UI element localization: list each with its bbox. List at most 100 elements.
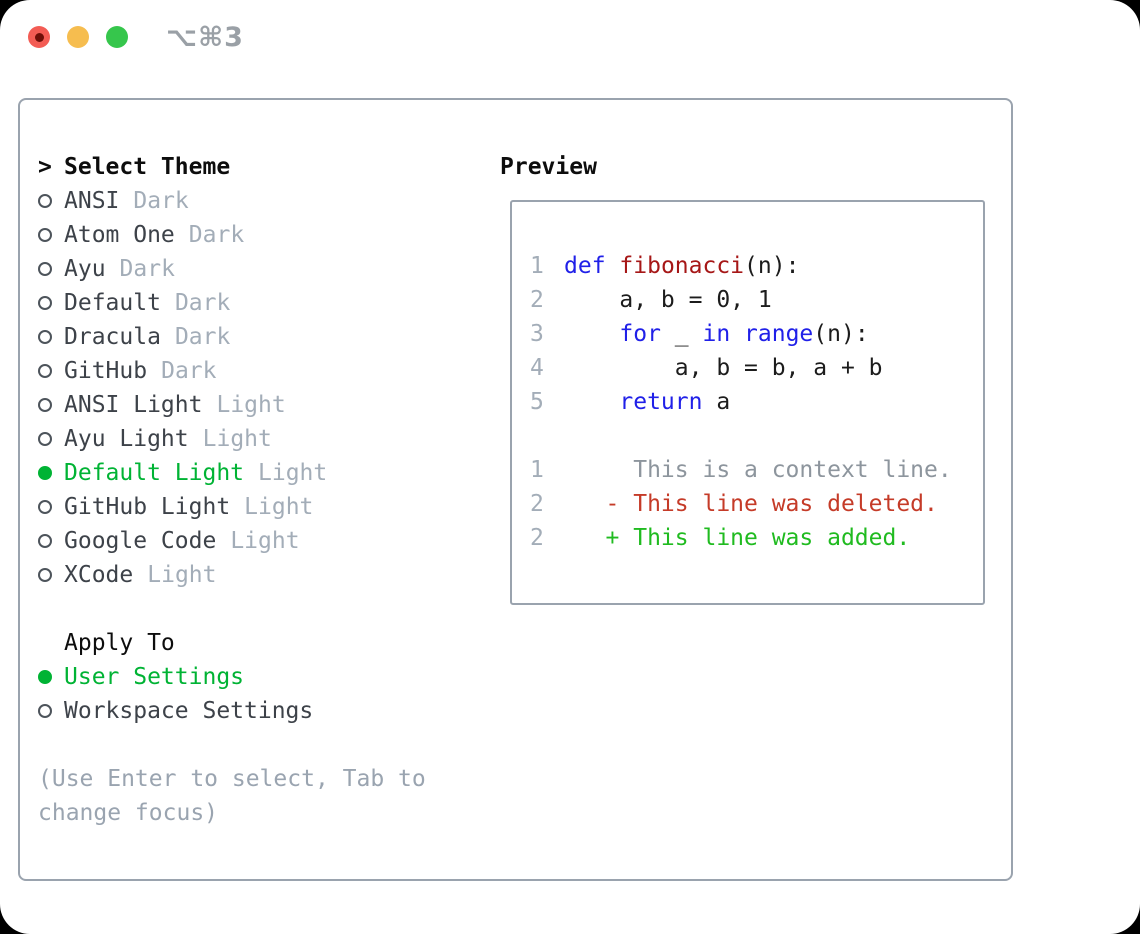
theme-list-item[interactable]: GitHub Light Light	[38, 490, 1011, 524]
radio-unselected-icon	[38, 432, 52, 446]
line-text: def fibonacci(n):	[564, 253, 799, 279]
theme-name: Atom One	[64, 222, 175, 248]
maximize-button[interactable]	[106, 26, 128, 48]
minimize-button[interactable]	[67, 26, 89, 48]
code-segment-plain: a	[702, 389, 731, 415]
line-number: 1	[530, 253, 544, 279]
theme-name: XCode	[64, 562, 134, 588]
blank-line	[530, 419, 983, 453]
theme-name: Google Code	[64, 528, 217, 554]
theme-list-item[interactable]: XCode Light	[38, 558, 1011, 592]
line-text: a, b = 0, 1	[564, 287, 772, 313]
code-line: 5 return a	[530, 385, 983, 419]
radio-unselected-icon	[38, 296, 52, 310]
theme-name: ANSI	[64, 188, 120, 214]
theme-variant-label: Light	[216, 392, 286, 418]
radio-selected-icon	[38, 670, 52, 684]
line-number: 2	[530, 525, 544, 551]
theme-name: Dracula	[64, 324, 161, 350]
radio-unselected-icon	[38, 568, 52, 582]
theme-list-item[interactable]: ANSI Light Light	[38, 388, 1011, 422]
close-button[interactable]	[28, 26, 50, 48]
code-segment-plain: _	[660, 321, 703, 347]
code-segment-keyword: in	[702, 321, 731, 347]
line-text: - This line was deleted.	[564, 491, 938, 517]
unsaved-changes-dot-icon	[34, 32, 44, 42]
line-text: for _ in range(n):	[564, 321, 868, 347]
radio-unselected-icon	[38, 500, 52, 514]
theme-name: ANSI Light	[64, 392, 203, 418]
theme-list-item[interactable]: Default Light Light	[38, 456, 1011, 490]
theme-name: Ayu	[64, 256, 106, 282]
radio-unselected-icon	[38, 194, 52, 208]
preview-header-row: Preview	[500, 150, 597, 184]
theme-list-item[interactable]: GitHub Dark	[38, 354, 1011, 388]
radio-unselected-icon	[38, 398, 52, 412]
line-text: a, b = b, a + b	[564, 355, 883, 381]
theme-variant-label: Light	[230, 528, 300, 554]
radio-unselected-icon	[38, 364, 52, 378]
select-theme-title: Select Theme	[64, 154, 231, 180]
diff-line-deleted: 2 - This line was deleted.	[530, 487, 983, 521]
theme-picker-panel: > Select Theme ANSI Dark Atom One Dark A…	[18, 98, 1013, 881]
code-segment-plain	[564, 321, 619, 347]
hint-text: (Use Enter to select, Tab to change focu…	[38, 762, 1011, 830]
line-text: return a	[564, 389, 730, 415]
diff-preview: 1 This is a context line. 2 - This line …	[530, 453, 983, 555]
line-number: 4	[530, 355, 544, 381]
preview-title: Preview	[500, 154, 597, 180]
theme-variant-label: Dark	[174, 290, 231, 316]
theme-list-item[interactable]: Ayu Dark	[38, 252, 1011, 286]
theme-list-item[interactable]: Ayu Light Light	[38, 422, 1011, 456]
code-segment-keyword: for	[619, 321, 661, 347]
apply-to-option-label: Workspace Settings	[64, 698, 314, 724]
radio-unselected-icon	[38, 262, 52, 276]
line-number: 2	[530, 491, 544, 517]
hint-line-2: change focus)	[38, 800, 219, 826]
theme-list-item[interactable]: Default Dark	[38, 286, 1011, 320]
radio-unselected-icon	[38, 704, 52, 718]
theme-variant-label: Dark	[188, 222, 245, 248]
theme-variant-label: Dark	[119, 256, 175, 282]
radio-selected-icon	[38, 466, 52, 480]
radio-unselected-icon	[38, 330, 52, 344]
cursor-caret-icon: >	[38, 154, 52, 180]
code-segment-keyword: def	[564, 253, 606, 279]
code-segment-function: fibonacci	[619, 253, 745, 279]
line-number: 1	[530, 457, 544, 483]
code-preview: 1 def fibonacci(n): 2 a, b = 0, 1 3 for …	[530, 249, 983, 419]
select-theme-header-row: > Select Theme	[38, 150, 1011, 184]
code-segment-plain: (n):	[744, 253, 800, 279]
code-line: 4 a, b = b, a + b	[530, 351, 983, 385]
apply-to-option[interactable]: User Settings	[38, 660, 1011, 694]
theme-variant-label: Light	[147, 562, 217, 588]
hint-line-1: (Use Enter to select, Tab to	[38, 766, 426, 792]
line-text: This is a context line.	[564, 457, 952, 483]
apply-to-options: User Settings Workspace Settings	[38, 660, 1011, 728]
diff-line-added: 2 + This line was added.	[530, 521, 983, 555]
theme-variant-label: Dark	[133, 188, 189, 214]
theme-list-item[interactable]: Google Code Light	[38, 524, 1011, 558]
theme-name: Default Light	[64, 460, 245, 486]
apply-to-header-row: Apply To	[38, 626, 1011, 660]
theme-list-item[interactable]: Atom One Dark	[38, 218, 1011, 252]
code-segment-plain	[564, 389, 619, 415]
apply-to-option-label: User Settings	[64, 664, 245, 690]
theme-list-item[interactable]: ANSI Dark	[38, 184, 1011, 218]
code-line: 1 def fibonacci(n):	[530, 249, 983, 283]
code-segment-plain	[730, 321, 744, 347]
theme-list-item[interactable]: Dracula Dark	[38, 320, 1011, 354]
code-segment-keyword: range	[744, 321, 814, 347]
diff-line-context: 1 This is a context line.	[530, 453, 983, 487]
apply-to-option[interactable]: Workspace Settings	[38, 694, 1011, 728]
code-segment-plain	[606, 253, 620, 279]
theme-variant-label: Light	[258, 460, 328, 486]
apply-to-section: Apply To User Settings Workspace Setting…	[38, 626, 1011, 728]
line-number: 3	[530, 321, 544, 347]
line-text: + This line was added.	[564, 525, 911, 551]
code-segment-plain: a, b = 0, 1	[564, 287, 772, 313]
theme-variant-label: Dark	[174, 324, 231, 350]
theme-name: Default	[64, 290, 161, 316]
theme-variant-label: Light	[202, 426, 272, 452]
